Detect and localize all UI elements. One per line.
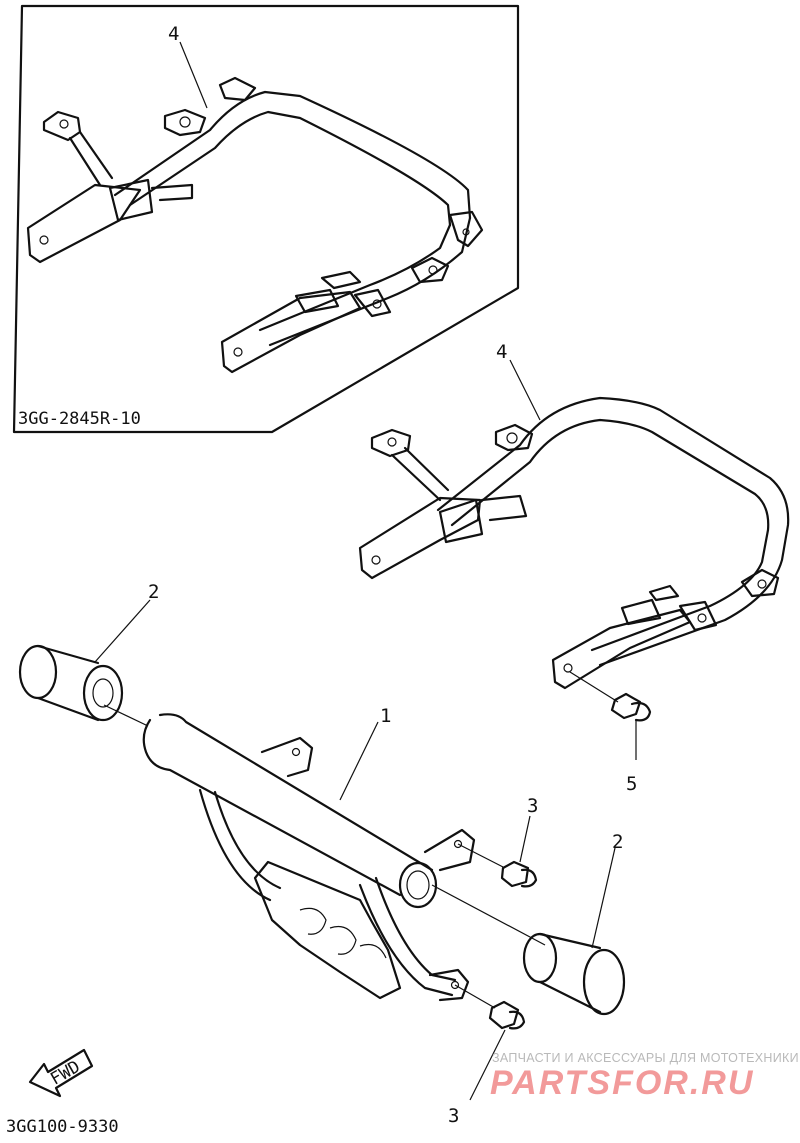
diagram-code: 3GG100-9330 <box>6 1117 119 1137</box>
rack-callout: 4 <box>496 341 507 363</box>
rack-bolt <box>569 671 652 760</box>
left-cap-callout: 2 <box>148 581 159 603</box>
right-cap-callout: 2 <box>612 831 623 853</box>
bolt-upper-callout: 3 <box>527 795 538 817</box>
bolt-upper <box>457 815 538 888</box>
rack-drawing <box>358 396 790 690</box>
inset-rack-drawing <box>26 76 484 374</box>
inset-box <box>12 4 520 434</box>
rack-bolt-callout: 5 <box>626 773 637 795</box>
inset-rack-callout: 4 <box>168 23 179 45</box>
fwd-label: FWD <box>47 1057 84 1090</box>
bolt-lower <box>454 984 526 1101</box>
bolt-lower-callout: 3 <box>448 1105 459 1127</box>
guard-callout: 1 <box>380 705 391 727</box>
rack-leader <box>509 359 541 421</box>
watermark-caption: ЗАПЧАСТИ И АКСЕССУАРЫ ДЛЯ МОТОТЕХНИКИ <box>492 1051 799 1065</box>
right-cap-leader <box>591 847 616 949</box>
inset-part-code: 3GG-2845R-10 <box>18 409 141 429</box>
guard-leader <box>339 721 379 801</box>
right-cap-drawing <box>431 884 626 1016</box>
inset-leader <box>179 41 208 109</box>
left-cap-drawing <box>18 644 149 727</box>
left-cap-leader <box>94 599 151 663</box>
watermark-brand: PARTSFOR.RU <box>490 1064 754 1102</box>
fwd-arrow: FWD <box>28 1048 94 1098</box>
guard-drawing <box>142 713 476 1002</box>
